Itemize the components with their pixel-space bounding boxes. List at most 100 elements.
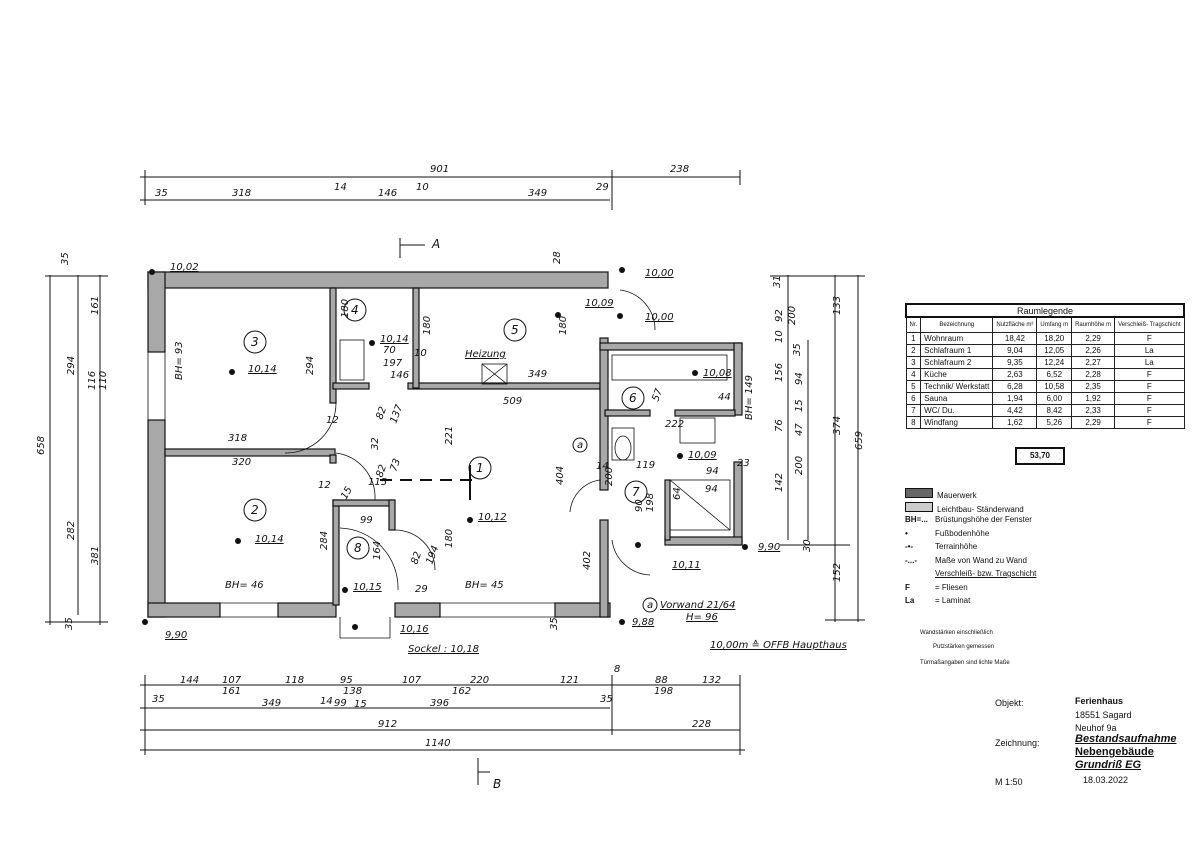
dimension-label: 221 [444,426,455,445]
dimension-label: 396 [430,698,449,709]
dimension-label: 99 [360,515,373,526]
table-cell: 6,28 [992,380,1038,393]
dimension-label: 318 [228,433,247,444]
dimension-label: 35 [549,617,560,630]
dimension-label: 318 [232,188,251,199]
symbol-label: Fußbodenhöhe [935,528,990,538]
dimension-label: 180 [558,316,569,335]
dimension-label: 31 [772,275,783,288]
table-cell: WC/ Du. [920,404,994,417]
dimension-label: 200 [604,467,615,486]
table-cell: 1,94 [992,392,1038,405]
dimension-label: 912 [378,719,397,730]
dimension-label: 156 [774,363,785,382]
total-area: 53,70 [1015,447,1065,465]
symbol-key: -•- [905,542,914,551]
table-cell: 3 [905,356,922,369]
drawing-label: Zeichnung: [995,738,1040,748]
dimension-label: 284 [319,531,330,550]
section-a-label: A [431,237,440,251]
dimension-label: 198 [645,493,656,512]
level-label: 10,12 [478,512,507,523]
table-cell: 6,52 [1036,368,1073,381]
room-number-5: 5 [511,323,519,337]
table-cell: 8,42 [1036,404,1073,417]
dimension-label: 92 [774,309,785,322]
symbol-label: Leichtbau- Ständerwand [937,504,1024,514]
level-label: 10,16 [400,624,429,635]
room-number-3: 3 [251,335,259,349]
table-cell: La [1114,356,1185,369]
dimension-label: 119 [636,460,655,471]
dimension-label: 82 [374,463,389,479]
dimension-label: 15 [794,399,805,412]
dimension-label: 146 [378,188,397,199]
room-number-circle [243,330,267,354]
dimension-label: 35 [152,694,165,705]
dimension-label: 30 [802,539,813,552]
dimension-label: 198 [654,686,673,697]
level-label: 10,08 [703,368,732,379]
plan-annotation: Vorwand 21/64 [660,600,735,611]
dimension-label: 35 [600,694,613,705]
note-wall-thickness: Wandstärken einschließlich [920,630,993,636]
room-number-2: 2 [251,503,259,517]
table-cell: 2,29 [1071,332,1116,345]
annotation-circle [642,597,658,613]
dimension-lines [45,170,865,785]
level-label: 10,00 [645,268,674,279]
dimension-label: 57 [650,387,665,403]
table-cell: 1 [905,332,922,345]
room-number-circle [621,386,645,410]
dimension-label: 132 [702,675,721,686]
dimension-label: 200 [787,306,798,325]
room-number-circle [503,318,527,342]
dimension-label: 107 [222,675,242,686]
dimension-label: 35 [60,252,71,265]
dimension-label: 200 [794,456,805,475]
table-cell: 1,92 [1071,392,1116,405]
dimension-label: 901 [430,164,449,175]
dimension-label: 82 [374,405,389,421]
table-cell: Windfang [920,416,994,429]
column-header: Raumhöhe m [1071,316,1116,333]
table-cell: Schlafraum 2 [920,356,994,369]
dimension-label: 161 [222,686,241,697]
level-dot [619,619,625,625]
plan-annotation: Heizung [465,349,506,360]
level-dot [692,370,698,376]
column-header: Nr. [905,316,922,333]
level-dot [369,340,375,346]
table-cell: 1,62 [992,416,1038,429]
level-label: 10,00 [645,312,674,323]
level-dot [235,538,241,544]
level-dot [229,369,235,375]
dimension-label: 509 [503,396,522,407]
level-label: 10,09 [585,298,614,309]
dimension-label: 659 [854,431,865,450]
scale: M 1:50 [995,777,1023,787]
table-cell: 8 [905,416,922,429]
dimension-label: 294 [305,356,316,375]
column-header: Umfang m [1036,316,1073,333]
column-header: Verschleiß- Tragschicht [1114,316,1185,333]
table-cell: 18,42 [992,332,1038,345]
walls [147,271,743,618]
object-city: 18551 Sagard [1075,710,1132,720]
table-cell: 2,27 [1071,356,1116,369]
table-cell: 10,58 [1036,380,1073,393]
level-label: 9,88 [632,617,654,628]
symbol-key: BH=... [905,515,928,524]
dimension-label: 94 [706,466,719,477]
plan-annotation: BH= 45 [465,580,504,591]
dimension-label: 381 [90,546,101,565]
dimension-label: 118 [285,675,304,686]
dimension-label: 90 [634,499,645,512]
note-plaster: Putzstärken gemessen [933,644,995,650]
level-label: 9,90 [758,542,780,553]
